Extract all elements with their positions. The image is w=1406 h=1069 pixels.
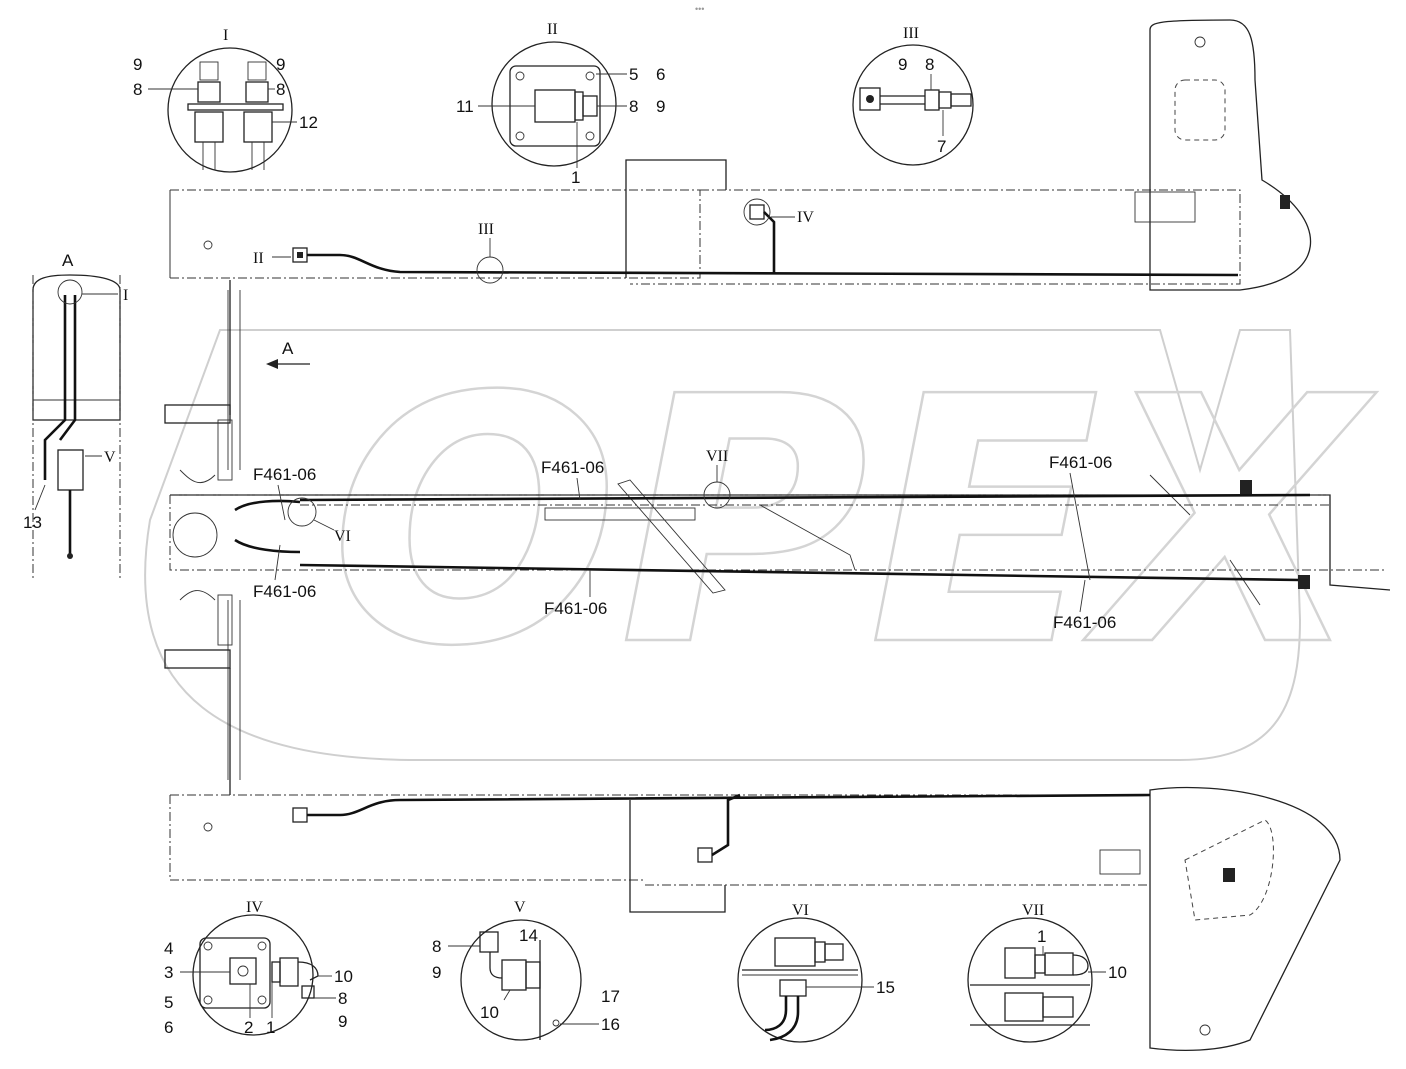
detail-II-label: 6 xyxy=(656,65,665,84)
hose-label: F461-06 xyxy=(544,599,607,618)
detail-II-label: 5 xyxy=(629,65,638,84)
side-cylinders xyxy=(179,290,241,780)
detail-III: III 9 8 7 xyxy=(852,25,974,166)
detail-IV-label: 6 xyxy=(164,1018,173,1037)
hose-label: F461-06 xyxy=(1053,613,1116,632)
hose-label: F461-06 xyxy=(253,582,316,601)
detail-I-label: 9 xyxy=(133,55,142,74)
detail-VI-title: VI xyxy=(792,902,809,919)
view-a-callout-V: V xyxy=(104,449,116,466)
detail-VII-title: VII xyxy=(1022,902,1044,919)
detail-VII-label: 1 xyxy=(1037,927,1046,946)
detail-VI-label: 15 xyxy=(876,978,895,997)
detail-V-label: 14 xyxy=(519,926,538,945)
callout-II: II xyxy=(253,250,264,267)
detail-III-title: III xyxy=(903,25,919,42)
detail-I-label: 12 xyxy=(299,113,318,132)
detail-I-label: 8 xyxy=(276,80,285,99)
detail-VII: VII 1 10 xyxy=(967,902,1127,1043)
detail-IV-label: 3 xyxy=(164,963,173,982)
detail-IV-label: 8 xyxy=(338,989,347,1008)
detail-IV-label: 5 xyxy=(164,993,173,1012)
detail-V-label: 10 xyxy=(480,1003,499,1022)
callout-IV: IV xyxy=(797,209,814,226)
callout-III: III xyxy=(478,221,494,238)
detail-V-label: 9 xyxy=(432,963,441,982)
view-a-title: A xyxy=(62,251,74,270)
detail-IV-label: 4 xyxy=(164,939,173,958)
upper-pipe-run: II III IV xyxy=(253,198,1239,284)
detail-I-label: 9 xyxy=(276,55,285,74)
detail-II-label: 9 xyxy=(656,97,665,116)
detail-V-label: 8 xyxy=(432,937,441,956)
hose-label: F461-06 xyxy=(1049,453,1112,472)
upper-outrigger-beam xyxy=(164,19,1312,424)
hose-label: F461-06 xyxy=(541,458,604,477)
view-arrow-a: A xyxy=(266,339,310,369)
detail-II: II 5 6 11 8 9 1 xyxy=(456,21,665,187)
hose-labels: F461-06 F461-06 F461-06 F461-06 F461-06 … xyxy=(253,453,1116,632)
detail-V-title: V xyxy=(514,899,526,916)
watermark: OPEX xyxy=(144,324,1378,761)
detail-V-label: 17 xyxy=(601,987,620,1006)
lower-outrigger-beam xyxy=(164,649,1341,1052)
detail-V-label: 16 xyxy=(601,1015,620,1034)
detail-I: I 9 8 9 8 12 xyxy=(133,27,318,173)
top-mark: ••• xyxy=(695,4,704,14)
detail-II-label: 1 xyxy=(571,168,580,187)
detail-III-label: 9 xyxy=(898,55,907,74)
detail-VII-label: 10 xyxy=(1108,963,1127,982)
detail-IV-label: 9 xyxy=(338,1012,347,1031)
view-a-callout-I: I xyxy=(123,287,128,304)
watermark-text: OPEX xyxy=(330,325,1377,721)
detail-II-label: 8 xyxy=(629,97,638,116)
hose-label: F461-06 xyxy=(253,465,316,484)
detail-III-label: 7 xyxy=(937,137,946,156)
detail-IV-label: 1 xyxy=(266,1018,275,1037)
detail-IV: IV 4 3 5 6 2 1 10 8 9 xyxy=(164,899,353,1037)
detail-IV-label: 2 xyxy=(244,1018,253,1037)
detail-III-label: 8 xyxy=(925,55,934,74)
detail-IV-title: IV xyxy=(246,899,263,916)
detail-I-title: I xyxy=(223,27,228,44)
view-a: A I V 13 xyxy=(23,251,128,580)
detail-IV-label: 10 xyxy=(334,967,353,986)
detail-II-label: 11 xyxy=(456,97,474,116)
callout-VII: VII xyxy=(706,448,728,465)
view-a-item-13: 13 xyxy=(23,513,42,532)
detail-V: V 8 9 14 10 17 16 xyxy=(432,899,620,1041)
detail-I-label: 8 xyxy=(133,80,142,99)
arrow-a-label: A xyxy=(282,339,294,358)
middle-boom: VI VII xyxy=(169,448,1391,606)
detail-II-title: II xyxy=(547,21,558,38)
callout-VI: VI xyxy=(334,528,351,545)
detail-VI: VI 15 xyxy=(737,902,895,1043)
